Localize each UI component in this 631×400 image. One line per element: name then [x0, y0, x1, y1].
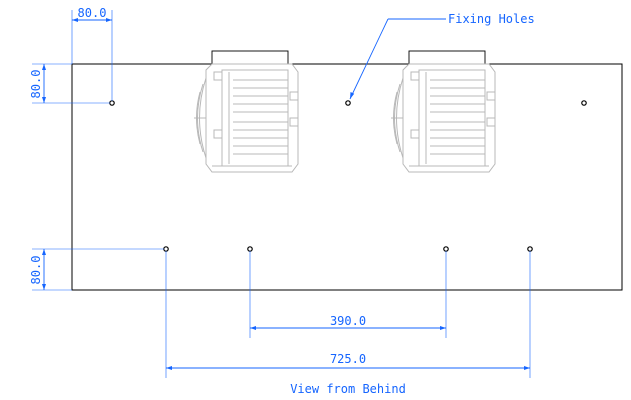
- dimension-outer-spacing-label: 725.0: [330, 352, 366, 366]
- fixing-hole-top-center: [345, 100, 351, 106]
- view-caption: View from Behind: [290, 382, 406, 396]
- fan-unit-left: [194, 50, 299, 173]
- dimension-outer-spacing: 725.0: [165, 251, 531, 378]
- fan-unit-left-mount: [211, 50, 289, 65]
- fixing-hole-top-right: [581, 100, 587, 106]
- dimension-left-bottom-vertical-label: 80.0: [29, 256, 43, 285]
- dimension-inner-spacing: 390.0: [249, 251, 447, 338]
- fan-unit-right-mount: [408, 50, 486, 65]
- fixing-holes-leader: Fixing Holes: [349, 12, 535, 100]
- fixing-hole-bottom-2: [247, 246, 253, 252]
- fixing-hole-bottom-3: [443, 246, 449, 252]
- dimension-left-top-vertical: 80.0: [29, 63, 110, 104]
- dimension-top-horizontal: 80.0: [71, 6, 113, 101]
- dimension-inner-spacing-label: 390.0: [330, 314, 366, 328]
- fan-unit-right: [391, 50, 496, 173]
- fixing-hole-top-left: [109, 100, 115, 106]
- fixing-hole-bottom-4: [527, 246, 533, 252]
- panel-outline: [71, 63, 623, 291]
- fixing-hole-bottom-1: [163, 246, 169, 252]
- dimension-left-top-vertical-label: 80.0: [29, 70, 43, 99]
- dimension-top-horizontal-label: 80.0: [78, 6, 107, 20]
- fixing-holes-label: Fixing Holes: [448, 12, 535, 26]
- dimension-left-bottom-vertical: 80.0: [29, 248, 164, 291]
